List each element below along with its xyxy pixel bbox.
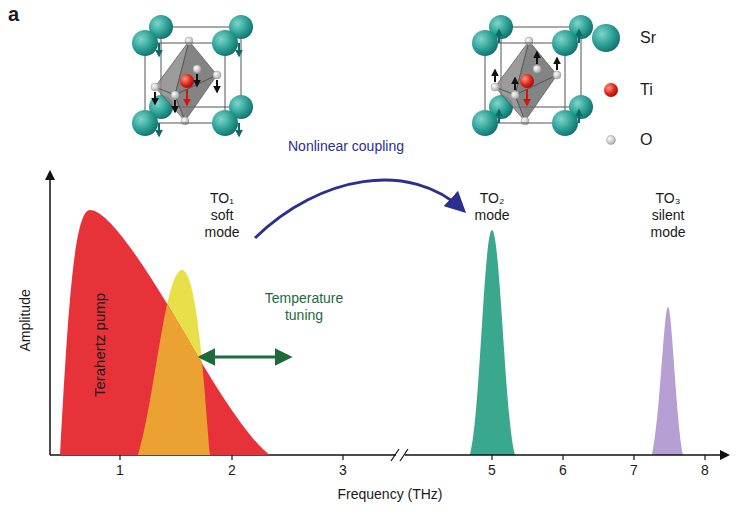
tick-label: 1: [116, 462, 124, 479]
tick-label: 8: [701, 462, 709, 479]
arrow-label: Nonlinear coupling: [288, 138, 404, 155]
tick-label: 7: [630, 462, 638, 479]
tuning-arrow: [201, 356, 289, 359]
tick-label: 3: [339, 462, 347, 479]
tick-label: 5: [488, 462, 496, 479]
to2-peak: [470, 230, 515, 455]
crystal-cell: [132, 15, 253, 136]
arrow-label: Temperature tuning: [259, 290, 349, 324]
axis-title: Frequency (THz): [337, 486, 442, 503]
legend-text: Ti: [640, 80, 653, 99]
legend-text: Sr: [640, 28, 656, 47]
coupling-arrow: [255, 180, 463, 238]
to3-peak: [652, 307, 683, 455]
panel-letter: a: [8, 2, 19, 26]
legend-text: O: [640, 130, 652, 149]
pump-shape: [55, 205, 270, 455]
axis-break: [400, 449, 408, 461]
mode-label: TO₁ soft mode: [197, 190, 247, 240]
crystal-cell: [472, 15, 593, 136]
axis-title: Amplitude: [17, 289, 34, 351]
tick-label: 2: [228, 462, 236, 479]
o-sample: [607, 136, 616, 145]
pump-spectrum: Terahertz pump: [55, 205, 270, 455]
y-axis: [49, 172, 51, 455]
mode-label: TO₃ silent mode: [640, 190, 696, 240]
mode-label: TO₂ mode: [467, 190, 517, 224]
axis-break: [391, 449, 399, 461]
tick-marks: [120, 455, 705, 460]
ti-sample: [604, 83, 618, 97]
tick-label: 6: [559, 462, 567, 479]
x-axis: [405, 454, 728, 456]
sr-sample: [592, 24, 620, 52]
node-text: Terahertz pump: [91, 293, 109, 397]
